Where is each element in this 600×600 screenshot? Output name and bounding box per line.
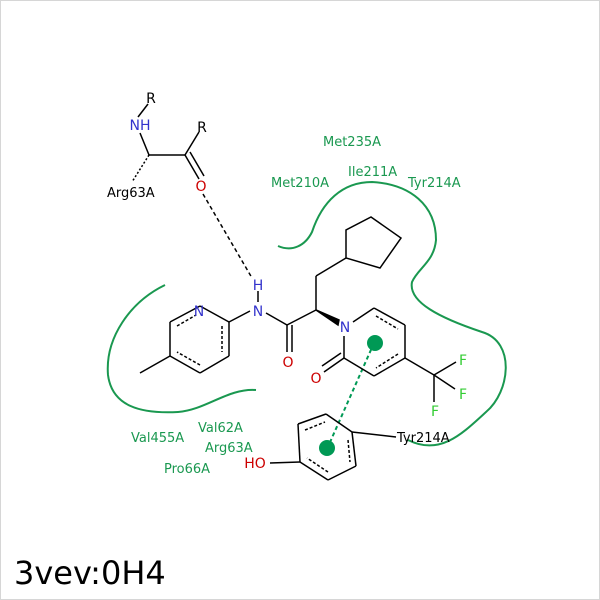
bond xyxy=(433,374,456,390)
bond xyxy=(433,361,457,376)
bond xyxy=(327,465,357,481)
residue-label: Tyr214A xyxy=(407,176,461,191)
fluorine-label: F xyxy=(431,404,439,420)
bond xyxy=(321,352,342,367)
bond xyxy=(139,355,171,374)
bond xyxy=(265,312,288,326)
fluorine-label: F xyxy=(459,387,467,403)
hydrophobic-contours xyxy=(106,180,507,447)
residue-label: Pro66A xyxy=(164,462,210,477)
nh-label: NH xyxy=(130,118,151,134)
nitrogen-label: N xyxy=(253,304,263,320)
bond xyxy=(297,423,301,463)
r-label: R xyxy=(197,120,207,136)
hydroxyl-label: HO xyxy=(244,456,266,472)
bond xyxy=(199,305,230,323)
oxygen-label: O xyxy=(282,355,293,371)
bond xyxy=(373,307,406,326)
bond xyxy=(304,421,326,431)
residue-labels: Arg63A Tyr214A Met235A Met210A Ile211A T… xyxy=(107,135,461,477)
residue-label: Val455A xyxy=(131,431,184,446)
pi-centroid-tyrosine xyxy=(319,440,335,456)
oxygen-label: O xyxy=(310,371,321,387)
r-label: R xyxy=(146,91,156,107)
pi-stacking-line xyxy=(326,342,375,450)
fluorine-label: F xyxy=(459,353,467,369)
bond xyxy=(297,413,327,425)
bond xyxy=(228,310,251,323)
pi-centroid-pyridone xyxy=(367,335,383,351)
bond xyxy=(347,439,351,463)
bond xyxy=(373,357,406,377)
residue-label-bound: Tyr214A xyxy=(396,431,450,446)
nitrogen-label: N xyxy=(340,320,350,336)
bond xyxy=(375,353,399,369)
bond xyxy=(131,154,150,183)
hydrophobic-contour-right xyxy=(277,180,507,447)
residue-label-bound: Arg63A xyxy=(107,186,155,201)
bond xyxy=(352,307,375,323)
bond xyxy=(325,413,353,433)
residue-label: Val62A xyxy=(198,421,243,436)
bond xyxy=(286,309,317,326)
bond xyxy=(343,357,375,377)
atom-labels: R NH R O H N N O N O F F F HO xyxy=(130,91,468,472)
nitrogen-label: N xyxy=(194,304,204,320)
bond xyxy=(323,357,345,373)
bond xyxy=(176,314,197,327)
bond xyxy=(299,461,329,481)
residue-label: Met235A xyxy=(323,135,381,150)
bond xyxy=(184,154,200,180)
bond xyxy=(351,431,357,467)
bond xyxy=(199,355,230,374)
bond xyxy=(404,357,435,376)
bond xyxy=(169,305,201,323)
ligand-bonds xyxy=(131,103,457,481)
bond xyxy=(139,132,150,156)
hydrogen-label: H xyxy=(253,278,264,294)
bond xyxy=(169,355,201,374)
bond xyxy=(315,309,340,327)
bond xyxy=(176,351,201,366)
structure-id-caption: 3vev:0H4 xyxy=(14,554,166,592)
bond xyxy=(351,431,397,438)
bond xyxy=(306,457,329,473)
oxygen-label: O xyxy=(195,179,206,195)
residue-label: Arg63A xyxy=(205,441,253,456)
hydrogen-bond xyxy=(202,193,253,279)
residue-label: Ile211A xyxy=(348,165,397,180)
bond xyxy=(375,315,399,330)
bond xyxy=(137,103,149,118)
bond xyxy=(315,257,347,277)
bond xyxy=(345,216,403,269)
bond xyxy=(269,461,301,464)
bond xyxy=(184,131,200,156)
bond xyxy=(189,151,205,177)
residue-label: Met210A xyxy=(271,176,329,191)
hydrophobic-contour-left xyxy=(106,284,257,414)
